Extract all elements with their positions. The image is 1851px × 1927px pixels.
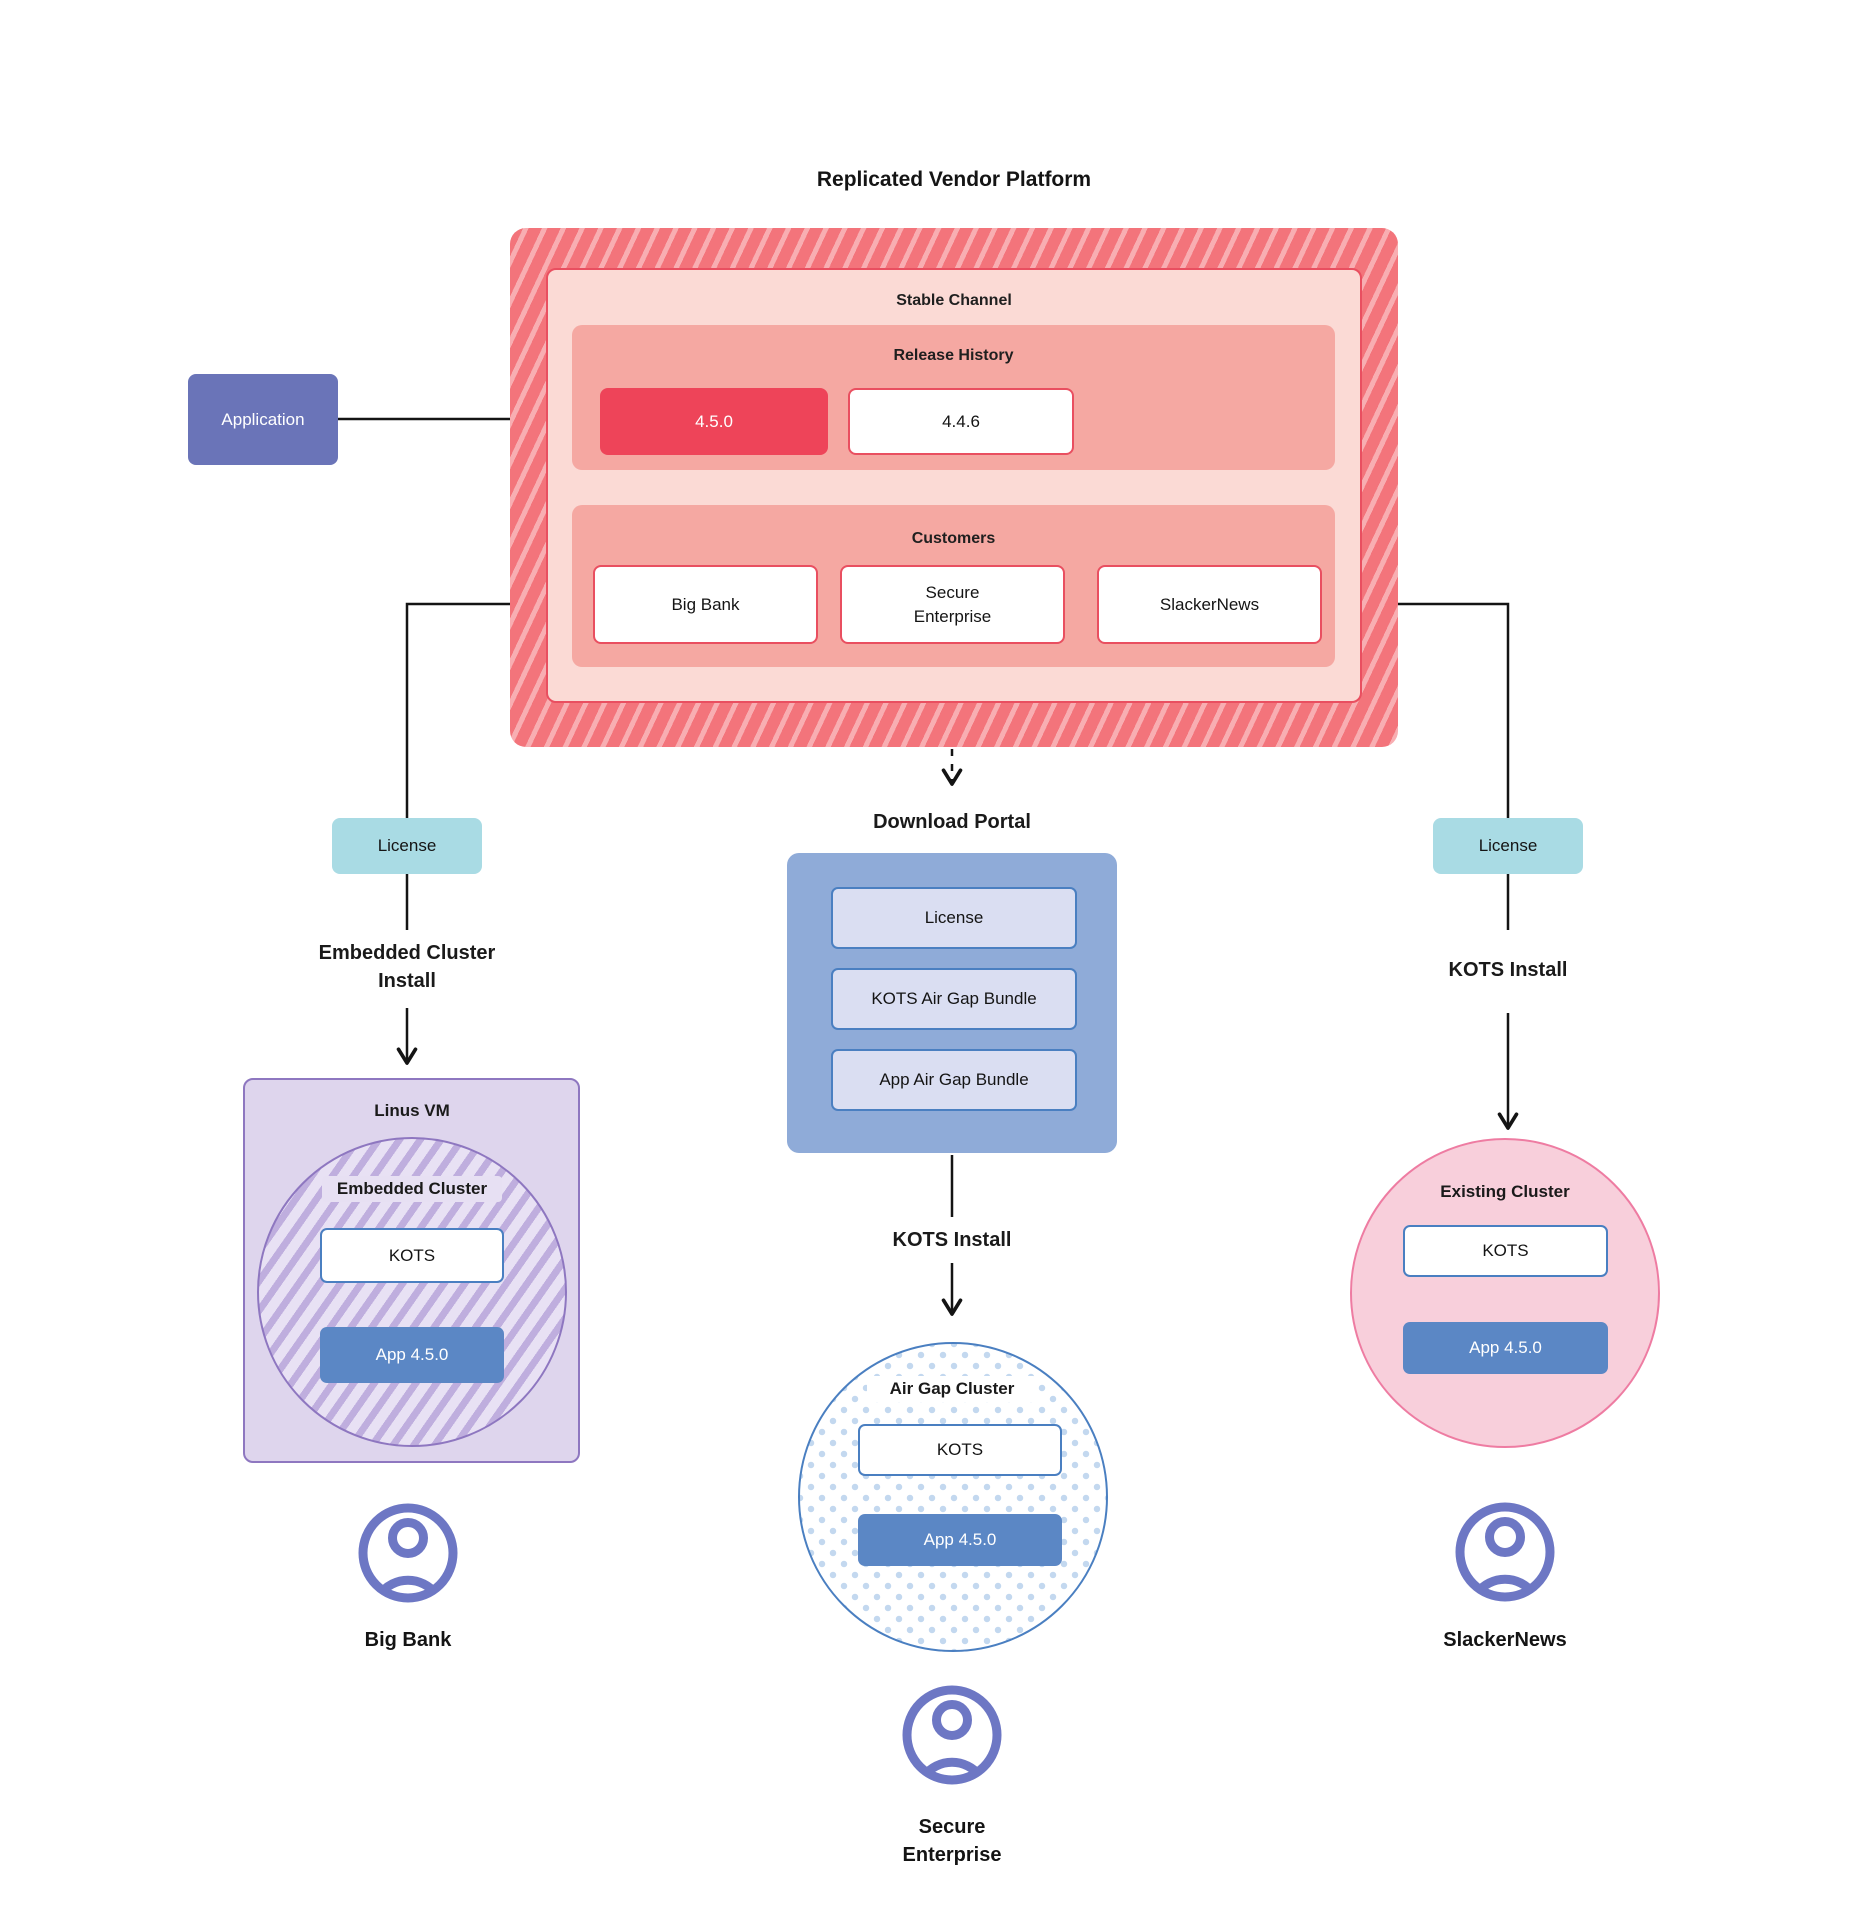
- portal-item-kots-airgap-bundle: KOTS Air Gap Bundle: [831, 968, 1077, 1030]
- person-icon-big-bank: [358, 1503, 458, 1603]
- person-name-big-bank: Big Bank: [364, 1629, 452, 1651]
- embedded-cluster-label: Embedded Cluster: [322, 1176, 502, 1202]
- diagram-title: Replicated Vendor Platform: [816, 168, 1092, 191]
- download-portal-label: Download Portal: [873, 811, 1031, 833]
- kots-box-center: KOTS: [858, 1424, 1062, 1476]
- portal-item-license: License: [831, 887, 1077, 949]
- app-box-center: App 4.5.0: [858, 1514, 1062, 1566]
- license-box-left: License: [332, 818, 482, 874]
- release-version-446: 4.4.6: [848, 388, 1074, 455]
- existing-cluster-label: Existing Cluster: [1440, 1182, 1570, 1201]
- stable-channel-label: Stable Channel: [896, 292, 1012, 309]
- person-icon-secure-enterprise: [902, 1685, 1002, 1785]
- customer-big-bank: Big Bank: [593, 565, 818, 644]
- existing-cluster-circle: [1350, 1138, 1660, 1448]
- release-history-label: Release History: [893, 347, 1014, 364]
- app-box-right: App 4.5.0: [1403, 1322, 1608, 1374]
- app-box-left: App 4.5.0: [320, 1327, 504, 1383]
- person-icon-slackernews: [1455, 1502, 1555, 1602]
- customer-slackernews: SlackerNews: [1097, 565, 1322, 644]
- person-name-slackernews: SlackerNews: [1443, 1629, 1567, 1651]
- portal-item-app-airgap-bundle: App Air Gap Bundle: [831, 1049, 1077, 1111]
- kots-install-center-label: KOTS Install: [892, 1229, 1012, 1251]
- kots-install-right-label: KOTS Install: [1448, 959, 1568, 981]
- kots-box-right: KOTS: [1403, 1225, 1608, 1277]
- application-box: Application: [188, 374, 338, 465]
- release-version-450: 4.5.0: [600, 388, 828, 455]
- license-box-right: License: [1433, 818, 1583, 874]
- customer-secure-enterprise: Secure Enterprise: [840, 565, 1065, 644]
- embedded-cluster-install-label: Embedded Cluster Install: [318, 942, 496, 992]
- customers-label: Customers: [911, 530, 996, 547]
- linus-vm-label: Linus VM: [374, 1101, 450, 1120]
- kots-box-left: KOTS: [320, 1228, 504, 1283]
- person-name-secure-enterprise: Secure Enterprise: [902, 1816, 1002, 1866]
- air-gap-cluster-label: Air Gap Cluster: [867, 1376, 1037, 1402]
